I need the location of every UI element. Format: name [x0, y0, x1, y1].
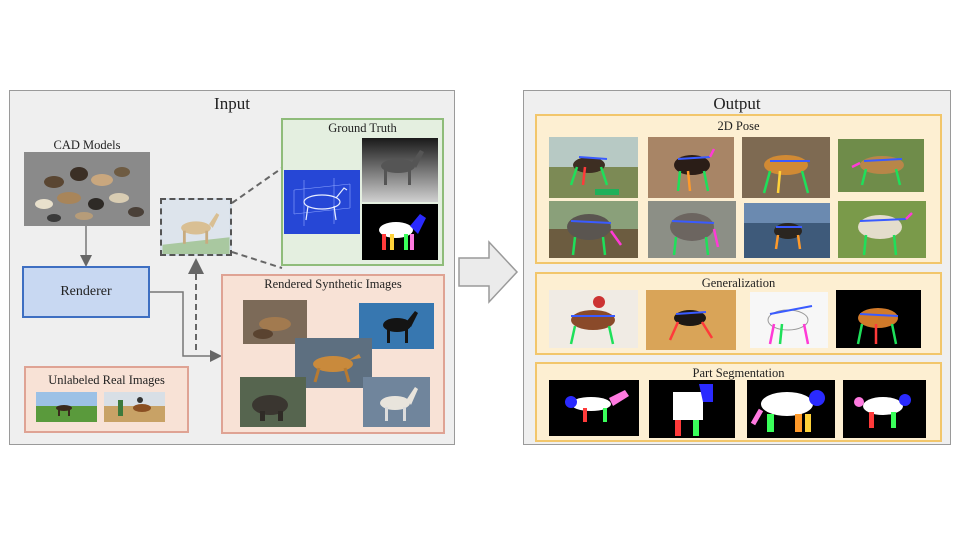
sample-render-image	[160, 198, 232, 256]
ground-truth-depth	[362, 138, 438, 202]
input-to-output-arrow	[458, 240, 519, 304]
input-title: Input	[214, 94, 250, 113]
pose-image-5	[549, 201, 638, 258]
ground-truth-label: Ground Truth	[328, 121, 397, 135]
segmentation-label: Part Segmentation	[692, 366, 785, 380]
cad-models-label: CAD Models	[53, 138, 121, 152]
synthetic-image-5	[363, 377, 430, 427]
synthetic-image-2	[359, 303, 434, 349]
real-image-1	[36, 392, 97, 422]
unlabeled-real-label: Unlabeled Real Images	[48, 373, 165, 387]
generalization-image-4	[836, 290, 921, 348]
pose-image-6	[648, 201, 736, 258]
output-title: Output	[713, 94, 761, 113]
zoom-line-top	[231, 167, 283, 204]
pose-image-7	[744, 203, 830, 258]
synthetic-image-1	[243, 300, 307, 344]
cad-models-image	[24, 152, 150, 226]
pose-image-1	[549, 137, 638, 198]
pose-image-3	[742, 137, 830, 198]
pose-label: 2D Pose	[717, 119, 760, 133]
renderer-box: Renderer	[22, 266, 150, 318]
segmentation-image-1	[549, 380, 639, 436]
rendered-synthetic-label: Rendered Synthetic Images	[264, 277, 402, 291]
zoom-line-bottom	[231, 251, 283, 269]
pose-image-4	[838, 139, 924, 192]
ground-truth-wireframe	[284, 170, 360, 234]
synthetic-image-4	[240, 377, 306, 427]
generalization-image-3	[750, 292, 828, 348]
generalization-label: Generalization	[701, 276, 776, 290]
generalization-image-2	[646, 290, 736, 350]
segmentation-image-4	[843, 380, 926, 438]
renderer-to-synthetic-arrow	[150, 291, 222, 362]
segmentation-image-2	[649, 380, 735, 438]
segmentation-image-3	[747, 380, 835, 438]
generalization-image-1	[549, 290, 638, 348]
synthetic-image-3	[295, 338, 372, 388]
ground-truth-segmentation	[362, 204, 438, 260]
pose-image-2	[648, 137, 734, 198]
real-image-2	[104, 392, 165, 422]
pose-image-8	[838, 201, 926, 258]
